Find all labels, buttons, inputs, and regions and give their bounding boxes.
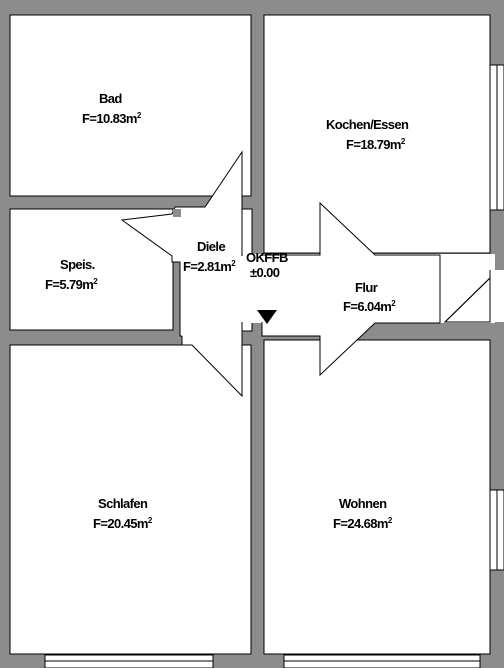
window-kochen bbox=[489, 64, 504, 211]
room-kochen-name: Kochen/Essen bbox=[326, 117, 409, 132]
window-wohnen-bottom bbox=[283, 654, 481, 668]
room-schlafen-area: F=20.45m2 bbox=[93, 516, 153, 531]
room-diele-area: F=2.81m2 bbox=[183, 259, 236, 274]
diele-fill bbox=[182, 214, 240, 336]
level-marker-line1: OKFFB bbox=[246, 250, 288, 265]
room-bad-name: Bad bbox=[99, 91, 122, 106]
room-kochen-area: F=18.79m2 bbox=[346, 137, 406, 152]
room-wohnen-name: Wohnen bbox=[339, 496, 387, 511]
room-bad-floor bbox=[9, 14, 252, 197]
room-speis-name: Speis. bbox=[60, 257, 95, 272]
wall-stub-speis bbox=[173, 209, 181, 217]
room-schlafen-floor bbox=[9, 344, 252, 655]
room-flur-area: F=6.04m2 bbox=[343, 299, 396, 314]
window-wohnen bbox=[489, 489, 504, 571]
room-wohnen-area: F=24.68m2 bbox=[333, 516, 393, 531]
room-speis-area: F=5.79m2 bbox=[45, 277, 98, 292]
entry-opening bbox=[490, 270, 504, 322]
room-schlafen-name: Schlafen bbox=[98, 496, 148, 511]
level-marker-icon bbox=[257, 310, 277, 324]
level-marker-line2: ±0.00 bbox=[250, 265, 280, 280]
entry-door-leaf bbox=[444, 277, 491, 323]
room-diele-name: Diele bbox=[197, 239, 225, 254]
room-flur-name: Flur bbox=[355, 280, 378, 295]
room-wohnen-floor bbox=[263, 339, 491, 655]
window-schlafen bbox=[44, 654, 214, 668]
room-bad-area: F=10.83m2 bbox=[82, 111, 142, 126]
room-kochen-floor bbox=[263, 14, 491, 254]
